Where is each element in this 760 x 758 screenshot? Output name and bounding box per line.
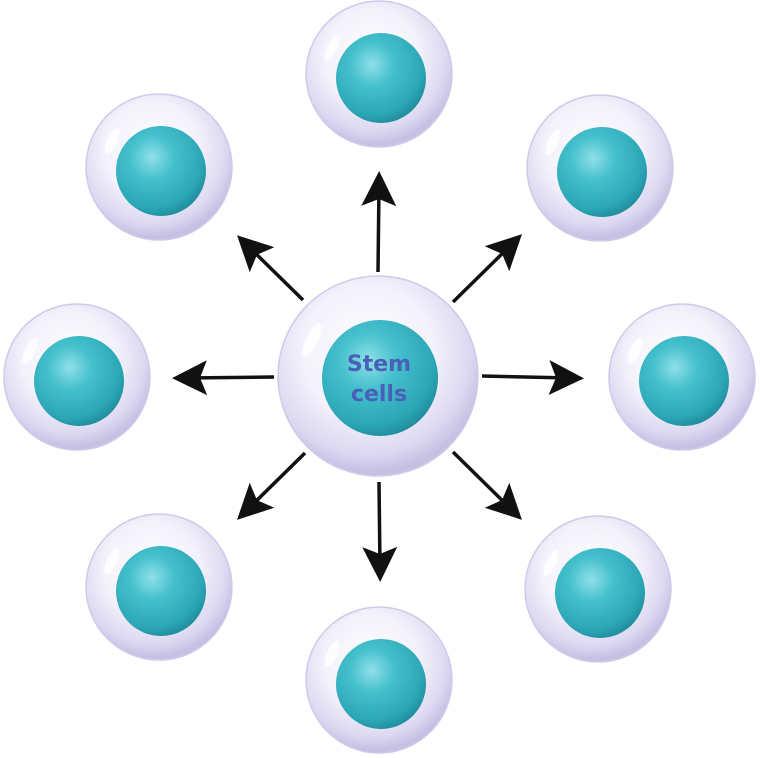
cell-bottom <box>305 606 453 754</box>
arrow-right <box>481 360 584 396</box>
center-label-line2: cells <box>351 382 407 407</box>
arrows <box>172 171 584 582</box>
cell-top-left <box>85 93 233 241</box>
cell-bottom-left <box>85 513 233 661</box>
arrow-top <box>361 171 397 273</box>
center-label-line1: Stem <box>347 352 411 377</box>
cell-bottom-right <box>524 515 672 663</box>
arrow-bottom-right <box>451 450 522 520</box>
arrow-top-right <box>451 234 522 304</box>
arrow-bottom-left <box>237 451 307 520</box>
arrow-bottom <box>362 481 398 582</box>
cell-right <box>608 303 756 451</box>
stem-cell-center: Stem cells <box>277 275 479 477</box>
arrow-top-left <box>237 235 305 302</box>
cell-top-right <box>526 94 674 242</box>
cell-left <box>3 303 151 451</box>
arrow-left <box>172 360 275 396</box>
cell-top <box>305 0 453 148</box>
